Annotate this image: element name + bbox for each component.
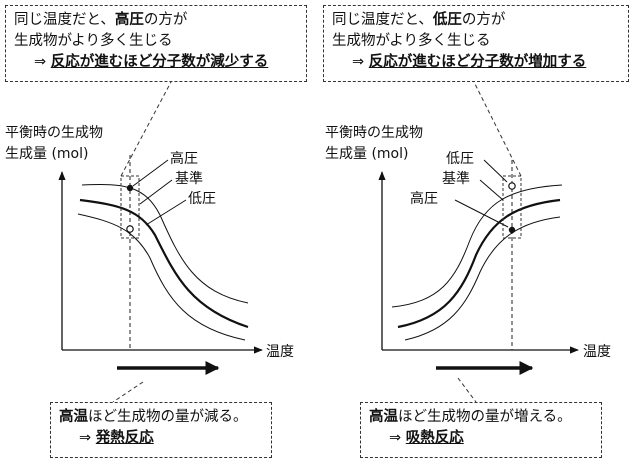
left-connector-top: [120, 81, 172, 177]
right-label-low-pressure: 低圧: [446, 151, 474, 167]
right-curve-high-pressure: [404, 216, 561, 341]
right-top-line2: 生成物がより多く生じる: [332, 33, 491, 49]
right-graph: [378, 81, 579, 403]
right-top-line3: ⇒ 反応が進むほど分子数が増加する: [352, 54, 587, 70]
left-point-low: [126, 225, 134, 233]
left-x-label: 温度: [266, 344, 294, 360]
right-curve-low-pressure: [391, 184, 563, 308]
left-top-line1: 同じ温度だと、高圧の方が: [14, 12, 188, 28]
left-leader-high: [132, 159, 169, 187]
right-bottom-line1: 高温ほど生成物の量が増える。: [369, 409, 572, 425]
left-label-high-pressure: 高圧: [170, 151, 198, 167]
right-point-high: [508, 226, 516, 234]
right-y-label-1: 平衡時の生成物: [325, 125, 423, 141]
right-label-high-pressure: 高圧: [410, 191, 438, 207]
left-y-label-2: 生成量 (mol): [5, 146, 89, 162]
right-bottom-line2: ⇒ 吸熱反応: [389, 430, 464, 446]
left-top-callout: 同じ温度だと、高圧の方が 生成物がより多く生じる ⇒ 反応が進むほど分子数が減少…: [5, 5, 307, 82]
left-leader-low: [145, 199, 187, 226]
left-bottom-line1: 高温ほど生成物の量が減る。: [59, 409, 248, 425]
right-curve-standard: [397, 198, 561, 329]
right-connector-bottom: [457, 377, 477, 403]
left-graph: [58, 81, 263, 403]
right-top-line1: 同じ温度だと、低圧の方が: [332, 12, 506, 28]
right-top-callout: 同じ温度だと、低圧の方が 生成物がより多く生じる ⇒ 反応が進むほど分子数が増加…: [323, 5, 629, 82]
left-top-line3: ⇒ 反応が進むほど分子数が減少する: [34, 54, 269, 70]
right-leader-high: [454, 199, 509, 228]
right-x-label: 温度: [583, 344, 611, 360]
left-top-line2: 生成物がより多く生じる: [14, 33, 173, 49]
left-label-low-pressure: 低圧: [188, 191, 216, 207]
left-leader-standard: [139, 179, 173, 205]
left-bottom-line2: ⇒ 発熱反応: [79, 430, 154, 446]
left-curve-high-pressure: [81, 184, 249, 304]
left-curve-standard: [79, 198, 249, 329]
left-bottom-callout: 高温ほど生成物の量が減る。 ⇒ 発熱反応: [50, 402, 272, 458]
left-curve-low-pressure: [77, 213, 246, 341]
right-bottom-callout: 高温ほど生成物の量が増える。 ⇒ 吸熱反応: [360, 402, 602, 458]
right-connector-top: [473, 81, 522, 177]
left-label-standard: 基準: [175, 171, 203, 187]
left-point-high: [126, 184, 134, 192]
right-leader-standard: [479, 179, 504, 201]
left-y-label-1: 平衡時の生成物: [5, 125, 103, 141]
right-top-keyword: 低圧: [432, 12, 462, 28]
right-leader-low: [483, 159, 508, 183]
right-y-label-2: 生成量 (mol): [325, 146, 409, 162]
right-point-low: [508, 182, 516, 190]
left-connector-bottom: [112, 381, 144, 403]
left-top-keyword: 高圧: [114, 12, 144, 28]
right-label-standard: 基準: [442, 171, 470, 187]
